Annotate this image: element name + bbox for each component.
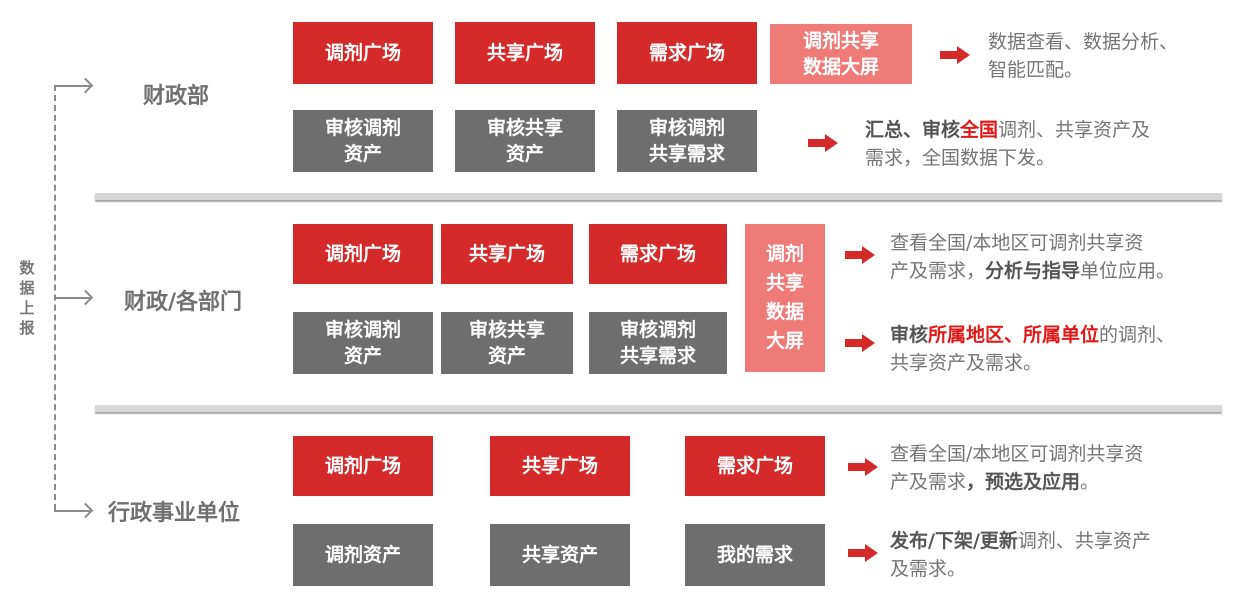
red-arrow-icon bbox=[848, 458, 878, 476]
red-arrow-icon bbox=[940, 46, 970, 64]
box-line: 资产 bbox=[343, 143, 382, 165]
desc-highlight: 全国 bbox=[960, 119, 999, 141]
demand-square-button[interactable]: 需求广场 bbox=[589, 224, 727, 284]
review-allocation-assets-button[interactable]: 审核调剂资产 bbox=[293, 312, 433, 374]
review-sharing-assets-button[interactable]: 审核共享资产 bbox=[455, 110, 595, 172]
level-finance-departments: 财政/各部门 bbox=[124, 290, 243, 315]
demand-square-button[interactable]: 需求广场 bbox=[685, 436, 825, 496]
ministry-desc-2: 汇总、审核全国调剂、共享资产及 需求，全国数据下发。 bbox=[865, 116, 1150, 172]
desc-line: 需求，全国数据下发。 bbox=[865, 147, 1056, 169]
sharing-square-button[interactable]: 共享广场 bbox=[441, 224, 573, 284]
desc-line: 查看全国/本地区可调剂共享资 bbox=[890, 443, 1144, 465]
red-arrow-icon bbox=[845, 246, 875, 264]
arrow-to-units-line bbox=[54, 510, 90, 512]
data-report-label: 数据上报 bbox=[19, 259, 35, 337]
allocation-square-button[interactable]: 调剂广场 bbox=[293, 22, 433, 84]
section-divider bbox=[95, 193, 1222, 200]
data-screen-button[interactable]: 调剂共享 数据大屏 bbox=[770, 24, 912, 84]
box-line: 共享需求 bbox=[648, 143, 725, 165]
box-line: 审核调剂 bbox=[619, 319, 696, 341]
desc-line: 及需求。 bbox=[890, 558, 967, 580]
desc-line: 数据查看、数据分析、 bbox=[988, 31, 1179, 53]
desc-bold: 发布/下架/更新 bbox=[890, 530, 1018, 552]
box-line: 共享需求 bbox=[619, 345, 696, 367]
data-screen-label-1: 调剂共享 bbox=[802, 30, 879, 52]
units-desc-2: 发布/下架/更新调剂、共享资产 及需求。 bbox=[890, 527, 1151, 583]
box-line: 大屏 bbox=[765, 330, 804, 352]
desc-text: 产及需求 bbox=[890, 471, 967, 493]
arrow-to-departments-line bbox=[54, 297, 90, 299]
box-line: 共享 bbox=[765, 272, 804, 294]
red-arrow-icon bbox=[808, 134, 838, 152]
desc-text: 。 bbox=[1080, 471, 1100, 493]
box-line: 审核共享 bbox=[468, 319, 545, 341]
desc-text: 的调剂、 bbox=[1099, 324, 1176, 346]
desc-highlight: 所属地区、所属单位 bbox=[928, 324, 1100, 346]
arrow-right-icon bbox=[77, 502, 94, 519]
desc-bold: 审核 bbox=[890, 324, 929, 346]
box-line: 审核共享 bbox=[486, 117, 563, 139]
box-line: 资产 bbox=[343, 345, 382, 367]
allocation-assets-button[interactable]: 调剂资产 bbox=[293, 524, 433, 586]
arrow-to-ministry-line bbox=[54, 85, 90, 87]
section-divider bbox=[95, 405, 1222, 412]
allocation-square-button[interactable]: 调剂广场 bbox=[293, 436, 433, 496]
desc-bold: 汇总、审核 bbox=[865, 119, 961, 141]
arrow-right-icon bbox=[77, 289, 94, 306]
box-line: 资产 bbox=[487, 345, 526, 367]
box-line: 数据 bbox=[765, 301, 804, 323]
box-line: 调剂 bbox=[765, 243, 804, 265]
departments-desc-2: 审核所属地区、所属单位的调剂、 共享资产及需求。 bbox=[890, 321, 1175, 377]
demand-square-button[interactable]: 需求广场 bbox=[617, 22, 757, 84]
box-line: 资产 bbox=[505, 143, 544, 165]
box-line: 审核调剂 bbox=[324, 319, 401, 341]
review-demand-button[interactable]: 审核调剂共享需求 bbox=[617, 110, 757, 172]
level-administrative-units: 行政事业单位 bbox=[108, 501, 241, 526]
desc-text: 单位应用。 bbox=[1080, 260, 1176, 282]
desc-line: 共享资产及需求。 bbox=[890, 352, 1043, 374]
desc-text: 调剂、共享资产 bbox=[1017, 530, 1151, 552]
box-line: 审核调剂 bbox=[324, 117, 401, 139]
red-arrow-icon bbox=[845, 334, 875, 352]
level-ministry-of-finance: 财政部 bbox=[143, 84, 210, 109]
desc-text: 调剂、共享资产及 bbox=[998, 119, 1151, 141]
desc-bold: ，预选及应用 bbox=[966, 471, 1081, 493]
review-sharing-assets-button[interactable]: 审核共享资产 bbox=[441, 312, 573, 374]
allocation-square-button[interactable]: 调剂广场 bbox=[293, 224, 433, 284]
desc-bold: 分析与指导 bbox=[985, 260, 1081, 282]
data-screen-label-2: 数据大屏 bbox=[802, 56, 879, 78]
ministry-desc-1: 数据查看、数据分析、 智能匹配。 bbox=[988, 28, 1178, 84]
review-demand-button[interactable]: 审核调剂共享需求 bbox=[589, 312, 727, 374]
review-allocation-assets-button[interactable]: 审核调剂资产 bbox=[293, 110, 433, 172]
data-screen-button[interactable]: 调剂共享数据大屏 bbox=[745, 224, 825, 372]
red-arrow-icon bbox=[848, 544, 878, 562]
desc-line: 查看全国/本地区可调剂共享资 bbox=[890, 232, 1144, 254]
arrow-right-icon bbox=[77, 77, 94, 94]
desc-text: 产及需求， bbox=[890, 260, 986, 282]
departments-desc-1: 查看全国/本地区可调剂共享资 产及需求，分析与指导单位应用。 bbox=[890, 229, 1175, 285]
my-demand-button[interactable]: 我的需求 bbox=[685, 524, 825, 586]
desc-line: 智能匹配。 bbox=[988, 59, 1084, 81]
sharing-square-button[interactable]: 共享广场 bbox=[455, 22, 595, 84]
units-desc-1: 查看全国/本地区可调剂共享资 产及需求，预选及应用。 bbox=[890, 440, 1143, 496]
sharing-square-button[interactable]: 共享广场 bbox=[490, 436, 630, 496]
sharing-assets-button[interactable]: 共享资产 bbox=[490, 524, 630, 586]
box-line: 审核调剂 bbox=[648, 117, 725, 139]
